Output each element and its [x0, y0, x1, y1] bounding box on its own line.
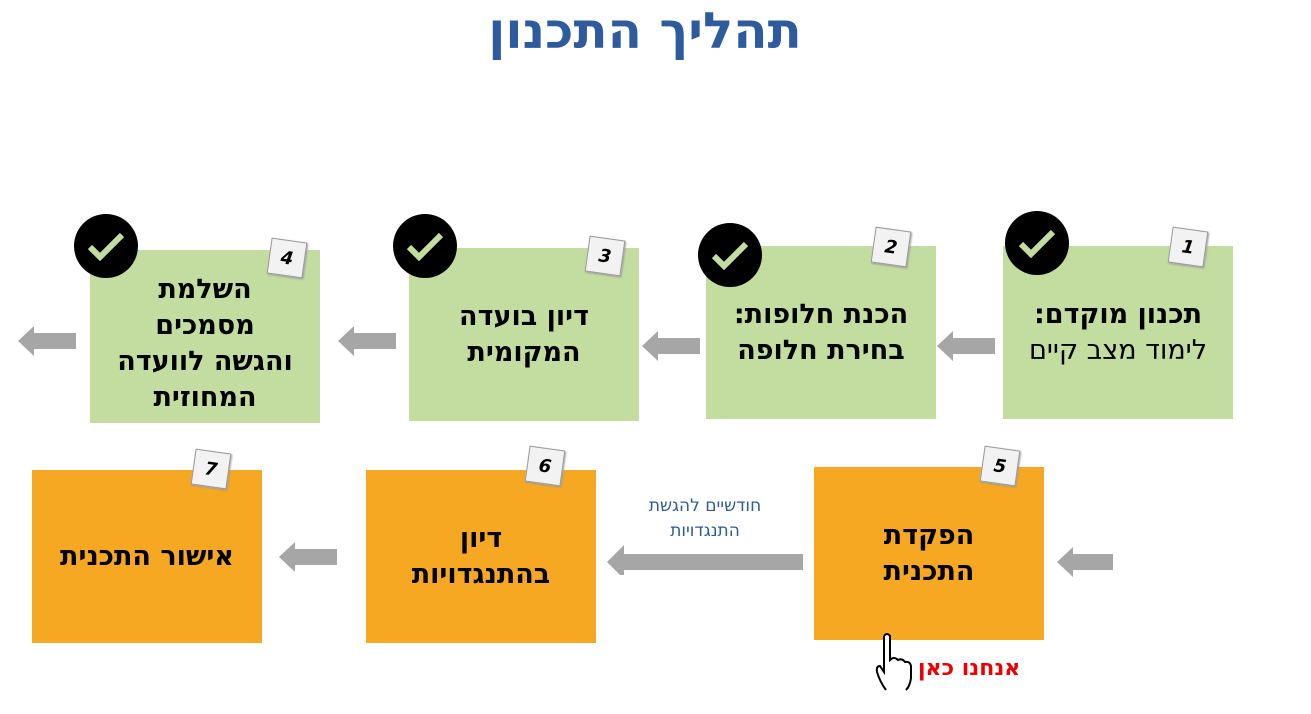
step-1-box: תכנון מוקדם: לימוד מצב קיים [1003, 246, 1233, 419]
step-5-box: הפקדת התכנית [814, 467, 1044, 640]
pointing-hand-icon [875, 633, 912, 691]
step-4-box: השלמת מסמכים והגשה לוועדה המחוזית [90, 250, 320, 423]
step-3-box: דיון בועדה המקומית [409, 248, 639, 421]
current-stage-marker: אנחנו כאן [918, 656, 1021, 681]
step-title: הפקדת [883, 519, 975, 551]
step-number-badge: 3 [584, 235, 626, 277]
arrow-left-icon [279, 542, 337, 572]
step-title: דיון בועדה [459, 300, 589, 332]
check-icon [698, 223, 762, 287]
step-title: הכנת חלופות: [733, 298, 909, 330]
step-subtitle: התכנית [883, 555, 975, 587]
arrow-left-icon [338, 326, 396, 356]
step-number-badge: 6 [524, 445, 566, 487]
step-2-box: הכנת חלופות: בחירת חלופה [706, 246, 936, 419]
page-title: תהליך התכנון [488, 2, 802, 60]
check-icon [1005, 211, 1069, 275]
step-number-badge: 2 [870, 226, 912, 268]
note-line: חודשיים להגשת [648, 496, 762, 516]
arrow-left-icon [1057, 547, 1113, 577]
arrow-left-icon [18, 326, 76, 356]
step-6-box: דיון בהתנגדויות [366, 470, 596, 643]
check-icon [74, 214, 138, 278]
step-title-line: והגשה לוועדה [117, 345, 293, 377]
step-subtitle: בהתנגדויות [411, 558, 551, 590]
objection-period-note: חודשיים להגשת התנגדויות [620, 494, 790, 544]
step-subtitle: המקומית [467, 336, 581, 368]
note-line: התנגדויות [670, 521, 740, 541]
step-title: השלמת [158, 273, 252, 305]
step-number-badge: 4 [266, 237, 308, 279]
step-title: תכנון מוקדם: [1033, 298, 1203, 330]
step-subtitle: בחירת חלופה [737, 334, 905, 366]
arrow-left-icon [937, 331, 995, 361]
step-7-box: אישור התכנית [32, 470, 262, 643]
step-number-badge: 7 [190, 448, 232, 490]
step-subtitle: לימוד מצב קיים [1028, 334, 1208, 366]
step-title-line: מסמכים [155, 309, 255, 341]
step-title: דיון [459, 522, 503, 554]
arrow-left-icon [607, 545, 803, 575]
arrow-left-icon [642, 331, 700, 361]
check-icon [393, 214, 457, 278]
step-number-badge: 5 [979, 445, 1021, 487]
step-title: אישור התכנית [60, 540, 234, 572]
step-title-line: המחוזית [153, 381, 257, 413]
step-number-badge: 1 [1167, 226, 1209, 268]
